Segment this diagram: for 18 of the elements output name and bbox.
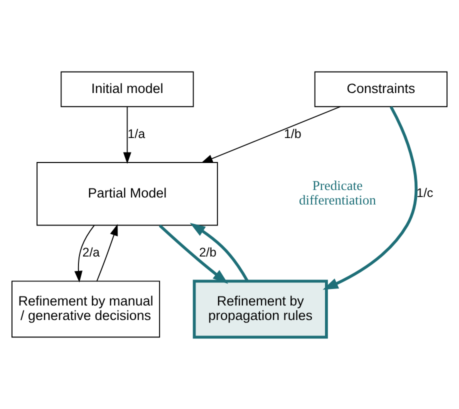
- node-box: Constraints: [314, 71, 448, 108]
- edge-label: 1/a: [128, 126, 146, 141]
- node-box: Partial Model: [36, 162, 218, 226]
- arrow: [96, 224, 118, 282]
- edge-label: 2/b: [199, 245, 217, 260]
- arrow: [201, 106, 341, 164]
- label: Predicate differentiation: [299, 178, 376, 208]
- edge-label: 1/b: [284, 126, 302, 141]
- node-box: Refinement by manual / generative decisions: [11, 280, 160, 338]
- arrow: [190, 222, 249, 282]
- edge-label: 1/c: [416, 186, 434, 200]
- node-box: Initial model: [60, 71, 194, 108]
- arrow: [158, 224, 228, 284]
- arrow: [74, 225, 95, 282]
- arrow: [123, 106, 132, 164]
- node-box: Refinement by propagation rules: [192, 280, 328, 339]
- arrow: [322, 106, 418, 290]
- edge-label: 2/a: [82, 245, 100, 260]
